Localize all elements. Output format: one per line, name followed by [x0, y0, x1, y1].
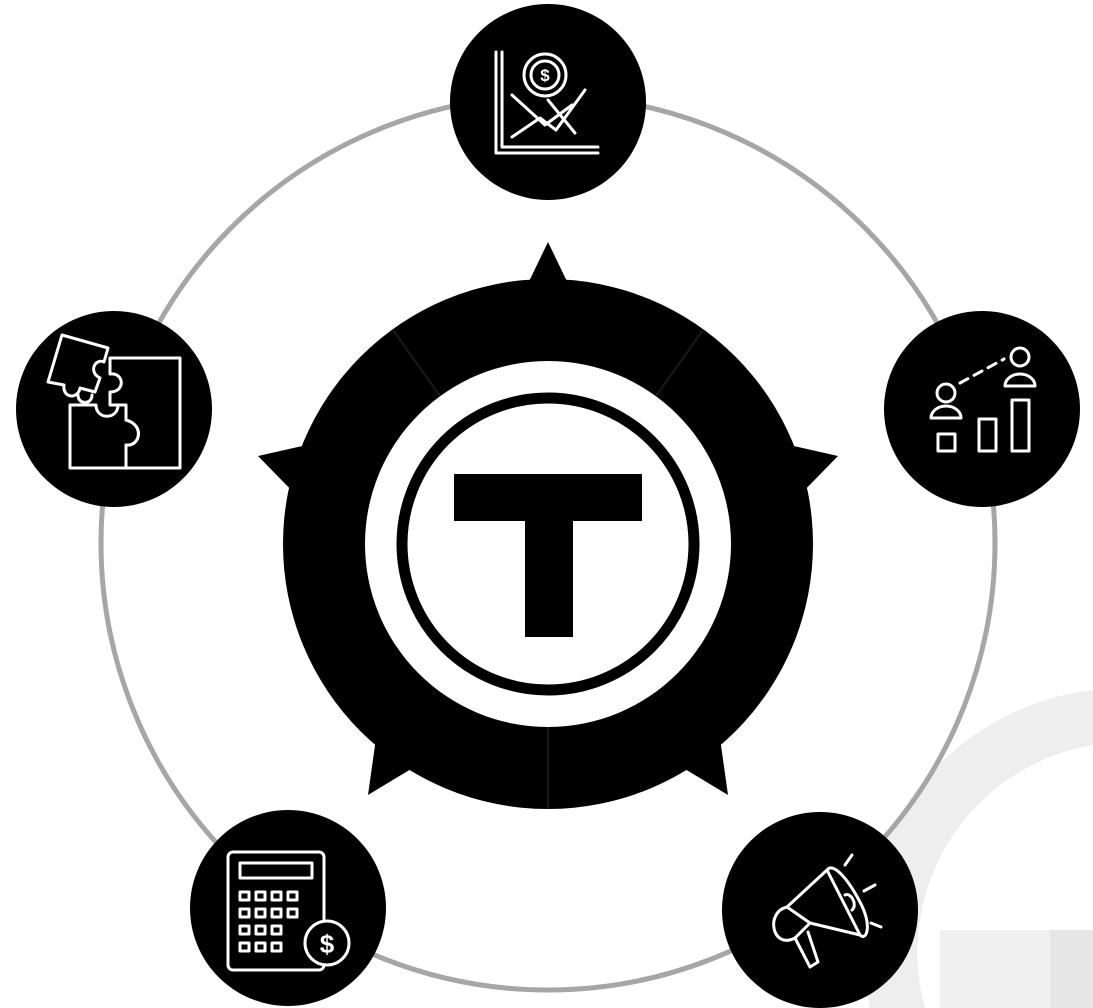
svg-text:$: $: [540, 66, 550, 85]
megaphone-icon: [772, 853, 883, 969]
node-bottom-left[interactable]: $: [190, 810, 386, 1006]
t-logo-icon: [454, 474, 642, 637]
puzzle-pieces-icon: [46, 333, 182, 470]
career-progress-icon: [929, 346, 1037, 453]
hub-segment-lines: [392, 329, 704, 809]
node-right[interactable]: [884, 311, 1080, 507]
node-bottom-right[interactable]: [722, 812, 918, 1008]
calculator-dollar-icon: [226, 850, 351, 972]
svg-text:$: $: [320, 929, 335, 959]
node-left[interactable]: [16, 311, 212, 507]
node-top[interactable]: $: [450, 4, 646, 200]
t-logo-ring: [396, 392, 700, 696]
revenue-growth-chart-icon: [494, 50, 600, 155]
center-hub: [258, 242, 838, 809]
